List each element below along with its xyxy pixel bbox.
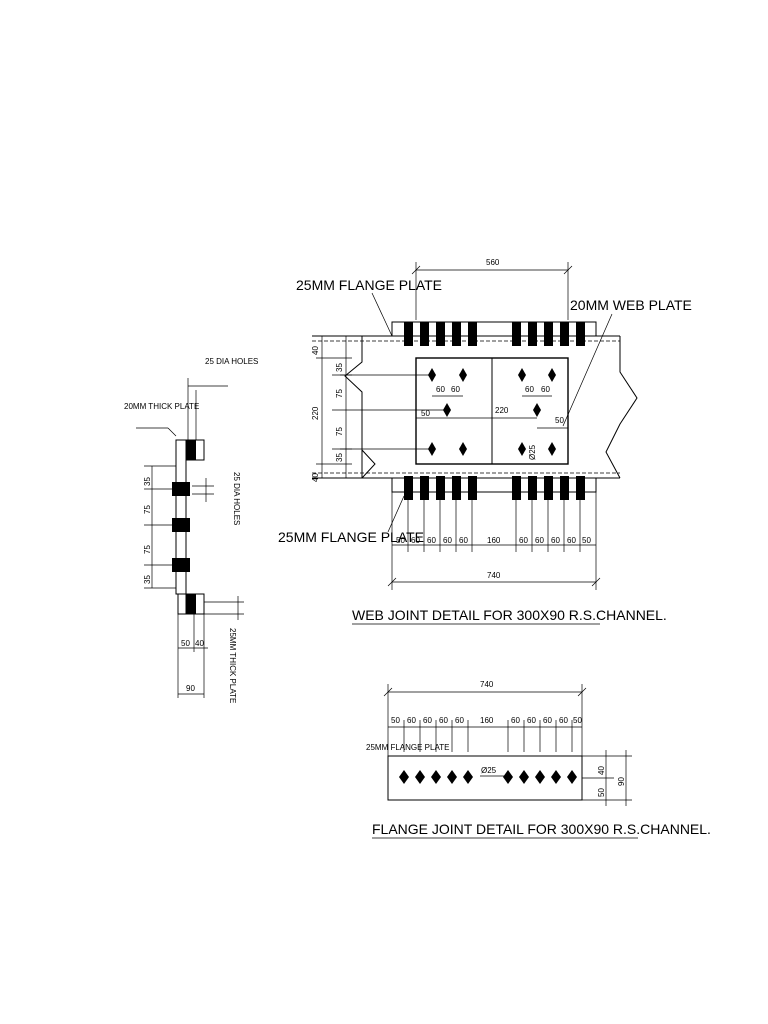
fl-dim-b-60-b: 60 — [423, 716, 432, 725]
flange-joint-title: FLANGE JOINT DETAIL FOR 300X90 R.S.CHANN… — [372, 821, 711, 837]
dim-left-220: 220 — [311, 406, 320, 420]
dim-740-web: 740 — [487, 571, 501, 580]
dim-left-35-top: 35 — [335, 363, 344, 372]
dim-b-60-e: 60 — [519, 536, 528, 545]
label-25-dia-holes-side: 25 DIA HOLES — [232, 472, 241, 525]
fl-dim-b-60-h: 60 — [559, 716, 568, 725]
top-flange-bolts — [404, 322, 585, 346]
dim-b-60-g: 60 — [551, 536, 560, 545]
dim-b-60-b: 60 — [427, 536, 436, 545]
dim-left-40-bottom: 40 — [311, 473, 320, 482]
web-joint-detail: 560 25MM FLANGE PLATE 20MM WEB PLATE — [278, 258, 692, 625]
fl-dim-b-50-b: 50 — [573, 716, 582, 725]
fl-dim-740: 740 — [480, 680, 494, 689]
dim-left-75-top: 75 — [335, 389, 344, 398]
fl-dim-b-50-a: 50 — [391, 716, 400, 725]
dim-60-b: 60 — [451, 385, 460, 394]
flange-bolts — [399, 770, 577, 784]
dim-left-40-top: 40 — [311, 346, 320, 355]
fl-dim-50: 50 — [597, 788, 606, 797]
fl-dim-b-160: 160 — [480, 716, 494, 725]
fl-dim-b-60-c: 60 — [439, 716, 448, 725]
dim-b-50-b: 50 — [582, 536, 591, 545]
label-20mm-thick-plate: 20MM THICK PLATE — [124, 402, 199, 411]
dim-220-inner: 220 — [495, 406, 509, 415]
dim-b-60-c: 60 — [443, 536, 452, 545]
fl-dim-b-60-a: 60 — [407, 716, 416, 725]
channel-section: 25 DIA HOLES 20MM THICK PLATE 25 DIA HOL… — [124, 357, 258, 703]
dim-50-b: 50 — [555, 416, 564, 425]
fl-dim-b-60-g: 60 — [543, 716, 552, 725]
label-flange-plate-bottom: 25MM FLANGE PLATE — [278, 529, 424, 545]
web-joint-title: WEB JOINT DETAIL FOR 300X90 R.S.CHANNEL. — [352, 607, 667, 623]
label-25mm-thick-plate: 25MM THICK PLATE — [228, 628, 237, 703]
fl-dim-90: 90 — [617, 777, 626, 786]
dim-left-75-bottom: 75 — [335, 427, 344, 436]
dim-left-35-bottom: 35 — [335, 453, 344, 462]
label-flange-plate-top: 25MM FLANGE PLATE — [296, 277, 442, 293]
sec-dim-75-bottom: 75 — [143, 545, 152, 554]
label-web-plate: 20MM WEB PLATE — [570, 297, 692, 313]
dim-b-60-d: 60 — [459, 536, 468, 545]
label-25-dia-holes-top: 25 DIA HOLES — [205, 357, 258, 366]
dim-b-160: 160 — [487, 536, 501, 545]
sec-dim-90: 90 — [186, 684, 195, 693]
dim-b-60-f: 60 — [535, 536, 544, 545]
sec-dim-50: 50 — [181, 639, 190, 648]
dim-60-c: 60 — [525, 385, 534, 394]
dim-b-50-a: 50 — [396, 536, 405, 545]
fl-dia-25: Ø25 — [481, 766, 497, 775]
fl-dim-40: 40 — [597, 766, 606, 775]
fl-dim-b-60-e: 60 — [511, 716, 520, 725]
bottom-flange-bolts — [404, 476, 585, 500]
dim-b-60-a: 60 — [411, 536, 420, 545]
dim-60-a: 60 — [436, 385, 445, 394]
flange-joint-detail: 740 50 60 60 60 60 160 60 60 60 60 50 25… — [366, 680, 711, 839]
sec-dim-40: 40 — [195, 639, 204, 648]
dim-50-a: 50 — [421, 409, 430, 418]
dim-b-60-h: 60 — [567, 536, 576, 545]
sec-dim-35-bottom: 35 — [143, 575, 152, 584]
sec-dim-35-top: 35 — [143, 477, 152, 486]
dim-60-d: 60 — [541, 385, 550, 394]
fl-dim-b-60-d: 60 — [455, 716, 464, 725]
dia-25-label: Ø25 — [528, 444, 537, 460]
dim-560: 560 — [486, 258, 500, 267]
fl-label-flange-plate: 25MM FLANGE PLATE — [366, 743, 449, 752]
fl-dim-b-60-f: 60 — [527, 716, 536, 725]
sec-dim-75-top: 75 — [143, 505, 152, 514]
